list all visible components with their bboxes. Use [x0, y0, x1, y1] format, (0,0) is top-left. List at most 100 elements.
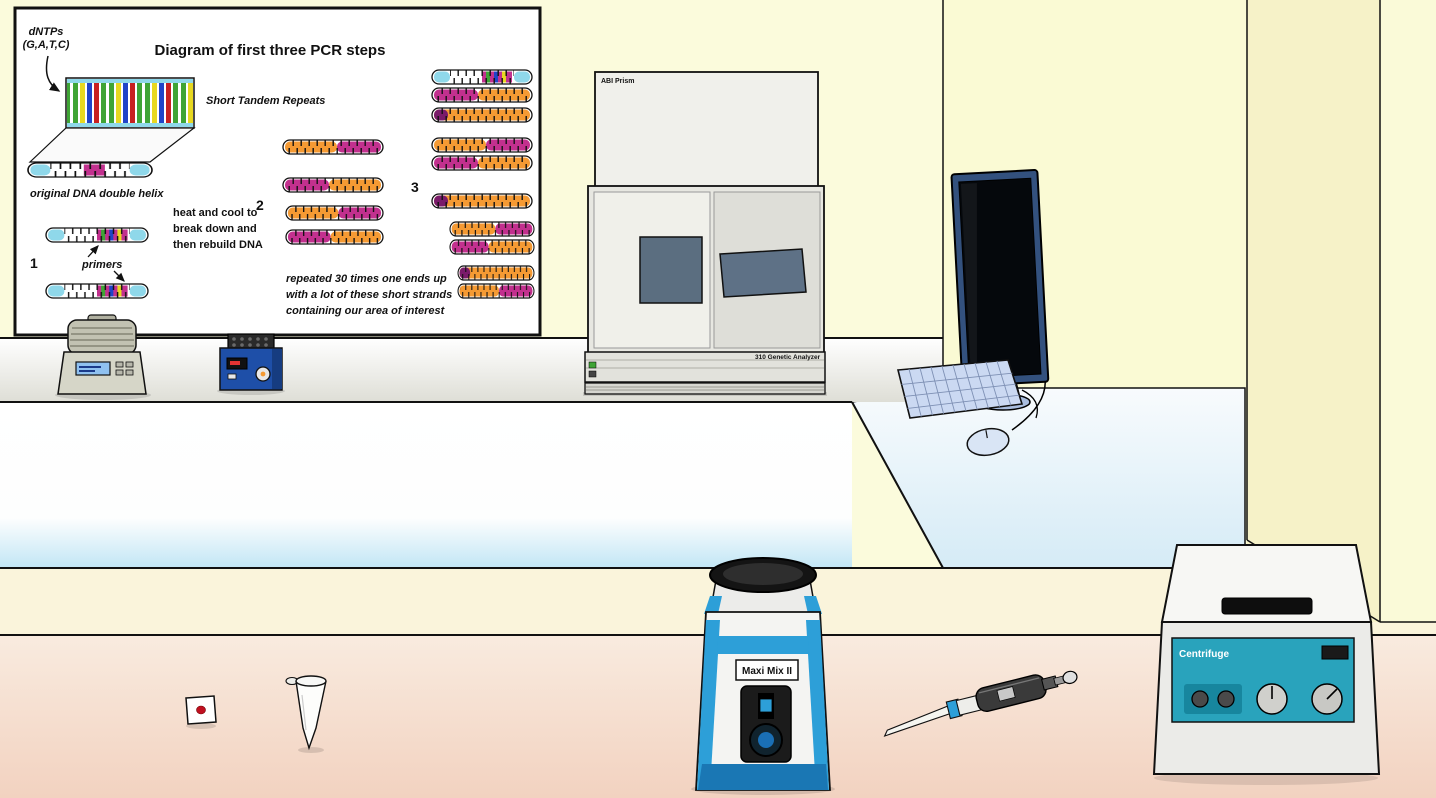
body-stripe-top: [717, 636, 809, 654]
thermocycler-lid: [67, 319, 137, 355]
volume-display: [996, 686, 1016, 702]
dntps-sublabel: (G,A,T,C): [23, 39, 70, 51]
analyzer-base: [584, 351, 826, 383]
step3-text-1: repeated 30 times one ends up: [286, 273, 447, 285]
analyzer-door-window: [639, 236, 703, 304]
dna-strand: [431, 137, 533, 153]
micropipette[interactable]: [879, 665, 1080, 737]
body-stripe-bottom: [698, 764, 828, 790]
dna-strand-original: [27, 162, 153, 178]
pcr-thermocycler[interactable]: [55, 314, 151, 400]
keyboard-cable: [1021, 389, 1039, 419]
tube-shadow: [298, 747, 324, 753]
primer-arrow-up: [87, 245, 99, 258]
body-highlight: [978, 677, 1040, 694]
thermocycler-buttons: [115, 361, 134, 376]
screen-sheen: [960, 183, 977, 376]
pcr-diagram-poster[interactable]: Diagram of first three PCR steps dNTPs (…: [13, 6, 542, 337]
sample-card[interactable]: [185, 695, 217, 729]
bench-front-panel: [0, 402, 852, 568]
step2-text-2: break down and: [173, 223, 257, 235]
step3-text-3: containing our area of interest: [286, 305, 446, 317]
vortex-mixer[interactable]: Maxi Mix II: [691, 557, 835, 795]
primers-label: primers: [81, 259, 122, 271]
card-shadow: [186, 723, 216, 729]
dna-strand: [431, 87, 533, 103]
heat-block-switch: [227, 373, 237, 380]
knob-dot: [260, 371, 266, 377]
lid-handle: [1221, 597, 1313, 615]
centrifuge-display: [1321, 645, 1349, 660]
poster-title: Diagram of first three PCR steps: [155, 42, 386, 59]
dna-strand: [431, 155, 533, 171]
keyboard-keys: [901, 360, 1020, 417]
wall-panel-far: [1247, 0, 1380, 622]
dna-strand: [285, 229, 384, 245]
speed-knob-pointer: [1326, 688, 1338, 700]
analyzer-screen: [719, 248, 807, 298]
tube-wells: [232, 337, 268, 347]
dntps-arrow: [45, 55, 61, 92]
heat-block[interactable]: [217, 333, 285, 395]
microcentrifuge-tube[interactable]: [285, 675, 327, 753]
dna-strand: [285, 205, 384, 221]
display-line: [79, 366, 101, 368]
tube-body: [295, 680, 327, 751]
vortexer-label: Maxi Mix II: [742, 666, 792, 677]
body-stripe-right: [806, 620, 829, 790]
dna-strand: [449, 221, 535, 237]
neck-stripe-left: [704, 596, 722, 614]
power-switch: [759, 698, 773, 713]
dna-ladder-block: [65, 77, 195, 129]
keyboard[interactable]: [896, 359, 1039, 419]
tube-rim: [295, 675, 327, 687]
status-led-green: [588, 361, 597, 369]
centrifuge-button-1: [1191, 690, 1209, 708]
step2-number: 2: [256, 197, 264, 213]
centrifuge[interactable]: Centrifuge: [1152, 544, 1381, 785]
mouse-button-split: [985, 430, 988, 439]
analyzer-brand-label: ABI Prism: [601, 78, 634, 85]
tube-highlight: [301, 694, 307, 731]
dna-strand: [431, 69, 533, 85]
step3-number: 3: [411, 179, 419, 195]
dntps-label: dNTPs: [29, 26, 64, 38]
primer-arrow-down: [113, 270, 125, 282]
dna-strand: [431, 107, 533, 123]
analyzer-tower: [594, 71, 819, 189]
platform-inner: [723, 563, 803, 585]
step2-text-1: heat and cool to: [173, 207, 258, 219]
neck-stripe-right: [804, 596, 822, 614]
centrifuge-button-2: [1217, 690, 1235, 708]
str-label: Short Tandem Repeats: [206, 95, 325, 107]
plunger-button: [1062, 670, 1078, 685]
dna-strand: [282, 139, 384, 155]
dna-strand: [457, 283, 535, 299]
step1-number: 1: [30, 255, 38, 271]
dna-strand: [45, 227, 149, 243]
body-stripe-left: [697, 620, 720, 790]
vortexer-nameplate: [735, 659, 799, 681]
dna-strand: [431, 193, 533, 209]
dna-strand: [449, 239, 535, 255]
dna-strand: [282, 177, 384, 193]
dna-strand: [457, 265, 535, 281]
heat-block-shade: [272, 349, 282, 389]
blood-spot: [196, 705, 206, 715]
display-digits: [230, 361, 240, 365]
mouse-body: [966, 427, 1010, 457]
dna-strand: [45, 283, 149, 299]
wall-panel-edge: [1380, 0, 1436, 622]
mouse[interactable]: [965, 426, 1011, 459]
display-line: [79, 370, 95, 372]
status-led-dark: [588, 370, 597, 378]
genetic-analyzer[interactable]: ABI Prism 310 Genetic Analyzer: [583, 71, 827, 396]
centrifuge-label: Centrifuge: [1179, 649, 1229, 660]
step2-text-3: then rebuild DNA: [173, 239, 263, 251]
analyzer-model-label: 310 Genetic Analyzer: [755, 354, 821, 361]
thermocycler-lid-ridges: [70, 327, 134, 347]
thermocycler-display: [75, 361, 111, 376]
analyzer-vent: [584, 382, 826, 395]
speed-knob-center: [758, 732, 774, 748]
